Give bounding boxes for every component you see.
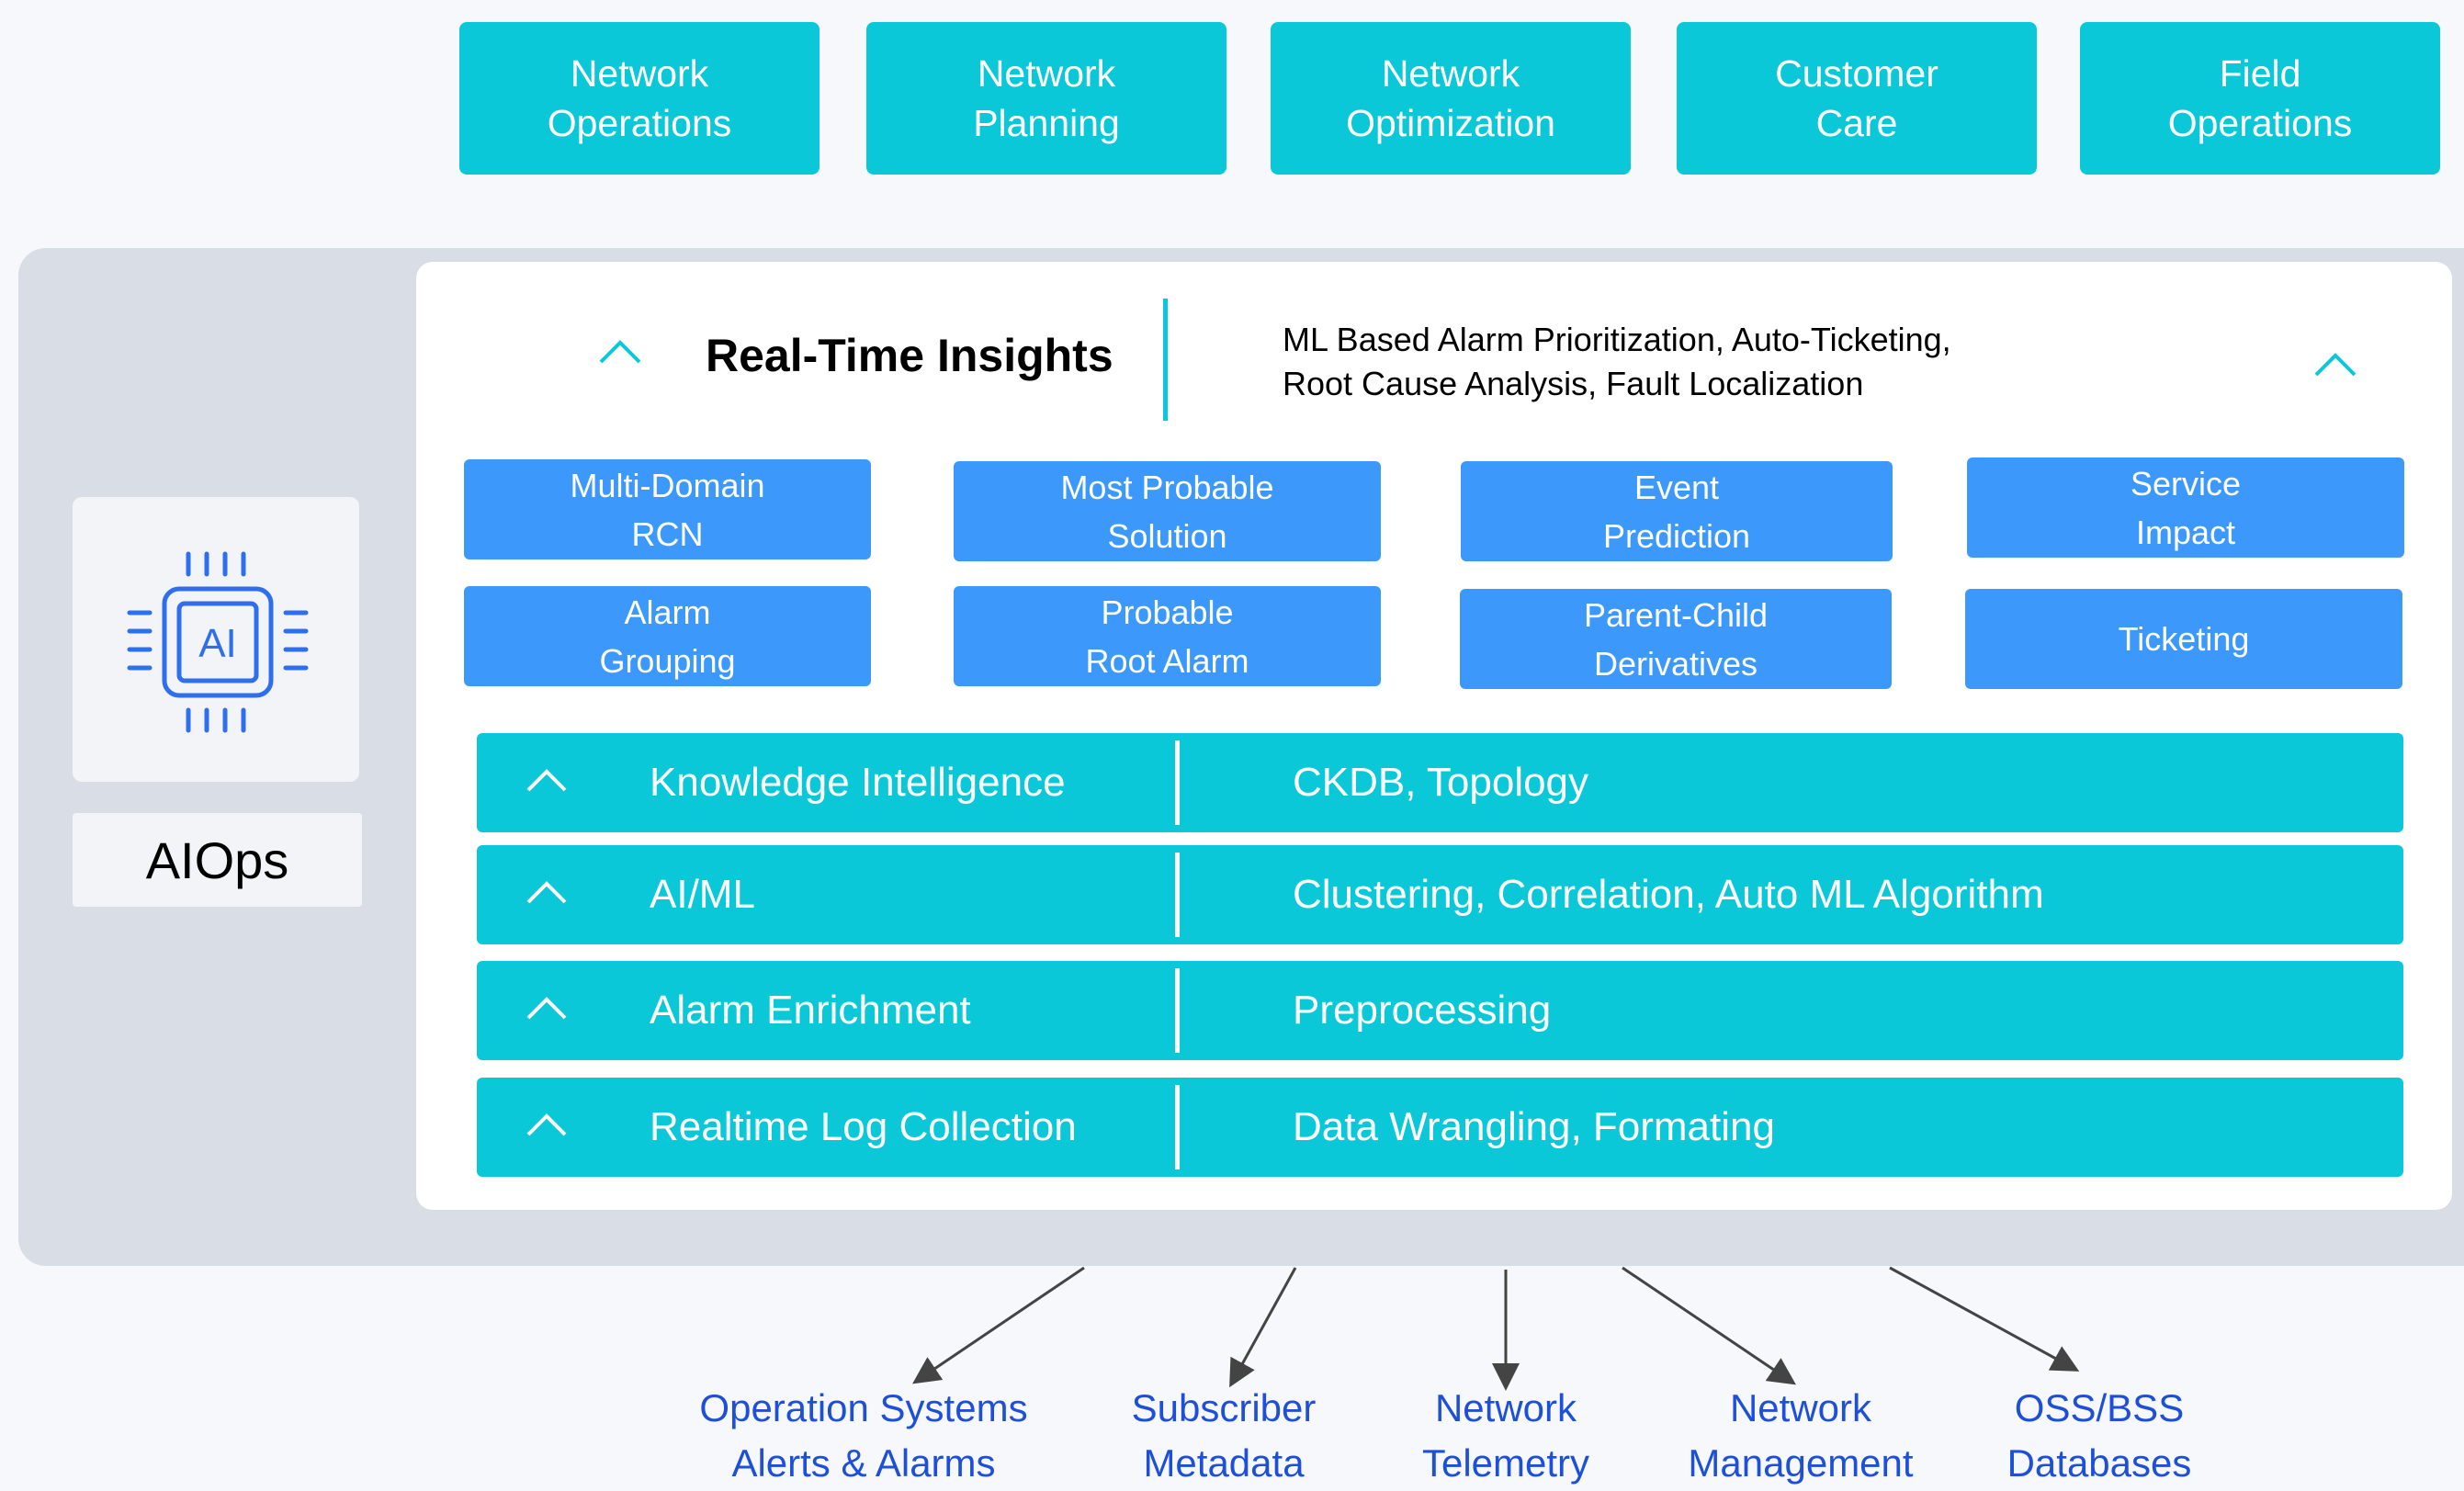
source-line2: Management	[1688, 1441, 1914, 1485]
capability-line1: Ticketing	[2118, 620, 2250, 658]
layer-name: Alarm Enrichment	[650, 988, 971, 1033]
chevron-up-icon[interactable]	[525, 994, 569, 1022]
arrow-operation-systems	[912, 1266, 1085, 1384]
capability-line2: Prediction	[1602, 516, 1751, 555]
consumer-field-operations: Field Operations	[2080, 22, 2440, 175]
source-line1: Network	[1729, 1386, 1872, 1429]
capability-line2: Grouping	[599, 641, 736, 680]
capability-line2: Impact	[2135, 513, 2236, 551]
consumer-line1: Customer	[1775, 52, 1938, 95]
consumer-line1: Network	[977, 52, 1116, 95]
layer-name: Realtime Log Collection	[650, 1104, 1077, 1149]
arrow-network-management	[1622, 1266, 1796, 1385]
consumer-network-operations: Network Operations	[459, 22, 819, 175]
layer-name: Knowledge Intelligence	[650, 760, 1066, 805]
source-network-management: Network Management	[1654, 1381, 1948, 1491]
chevron-up-icon[interactable]	[525, 878, 569, 906]
capability-line1: Multi-Domain	[570, 466, 765, 504]
chevron-up-icon[interactable]	[525, 1111, 569, 1138]
chevron-up-icon[interactable]	[525, 766, 569, 794]
layer-divider	[1175, 740, 1180, 825]
source-line1: OSS/BSS	[2014, 1386, 2185, 1429]
capability-line1: Probable	[1101, 593, 1234, 631]
capability-line2: RCN	[631, 514, 704, 553]
layer-description: Data Wrangling, Formating	[1293, 1104, 1775, 1149]
consumer-customer-care: Customer Care	[1677, 22, 2037, 175]
source-line1: Operation Systems	[699, 1386, 1028, 1429]
capability-line2: Root Alarm	[1085, 641, 1249, 680]
layer-divider	[1175, 968, 1180, 1053]
arrow-oss-bss	[1889, 1266, 2080, 1372]
aiops-icon-tile: AI	[73, 497, 359, 782]
source-line2: Alerts & Alarms	[731, 1441, 996, 1485]
capability-line1: Alarm	[624, 593, 711, 631]
source-network-telemetry: Network Telemetry	[1359, 1381, 1653, 1491]
source-operation-systems: Operation Systems Alerts & Alarms	[680, 1381, 1047, 1491]
aiops-label: AIOps	[73, 813, 362, 907]
consumer-line1: Network	[570, 52, 709, 95]
capability-alarm-grouping: Alarm Grouping	[464, 586, 871, 686]
consumer-network-planning: Network Planning	[866, 22, 1226, 175]
capability-most-probable-solution: Most Probable Solution	[954, 461, 1381, 561]
chevron-up-icon[interactable]	[597, 338, 643, 366]
consumer-line1: Field	[2219, 52, 2301, 95]
consumer-line2: Optimization	[1346, 102, 1555, 144]
consumer-network-optimization: Network Optimization	[1271, 22, 1631, 175]
source-subscriber-metadata: Subscriber Metadata	[1077, 1381, 1371, 1491]
arrow-subscriber	[1229, 1267, 1297, 1388]
capability-line1: Service	[2130, 464, 2242, 503]
consumer-line2: Operations	[2167, 102, 2353, 144]
source-line2: Telemetry	[1421, 1441, 1590, 1485]
capability-line2: Solution	[1107, 516, 1227, 555]
ai-chip-icon: AI	[127, 551, 309, 733]
source-line2: Metadata	[1143, 1441, 1305, 1485]
consumer-line2: Operations	[547, 102, 732, 144]
insights-desc-line1: ML Based Alarm Prioritization, Auto-Tick…	[1283, 321, 1951, 358]
capability-service-impact: Service Impact	[1967, 457, 2404, 558]
capability-parent-child-derivatives: Parent-Child Derivatives	[1460, 589, 1892, 689]
consumer-line1: Network	[1381, 52, 1520, 95]
insights-desc-line2: Root Cause Analysis, Fault Localization	[1283, 365, 1864, 402]
insights-divider	[1163, 299, 1168, 421]
chevron-up-icon[interactable]	[2312, 351, 2358, 378]
source-oss-bss-databases: OSS/BSS Databases	[1952, 1381, 2246, 1491]
capability-line1: Parent-Child	[1583, 595, 1769, 634]
layer-realtime-log-collection: Realtime Log Collection Data Wrangling, …	[477, 1078, 2403, 1177]
capability-multi-domain-rcn: Multi-Domain RCN	[464, 459, 871, 559]
layer-ai-ml: AI/ML Clustering, Correlation, Auto ML A…	[477, 845, 2403, 944]
capability-probable-root-alarm: Probable Root Alarm	[954, 586, 1381, 686]
consumer-line2: Planning	[973, 102, 1120, 144]
layer-description: Preprocessing	[1293, 988, 1552, 1033]
source-line1: Subscriber	[1131, 1386, 1317, 1429]
capability-line1: Event	[1633, 468, 1720, 506]
layer-description: Clustering, Correlation, Auto ML Algorit…	[1293, 872, 2044, 917]
layer-description: CKDB, Topology	[1293, 760, 1589, 805]
chip-text: AI	[198, 621, 237, 666]
layer-name: AI/ML	[650, 872, 755, 917]
source-line2: Databases	[2006, 1441, 2192, 1485]
layer-knowledge-intelligence: Knowledge Intelligence CKDB, Topology	[477, 733, 2403, 832]
capability-line2: Derivatives	[1593, 644, 1758, 683]
capability-ticketing: Ticketing	[1965, 589, 2402, 689]
consumer-line2: Care	[1815, 102, 1898, 144]
source-line1: Network	[1434, 1386, 1577, 1429]
capability-line1: Most Probable	[1060, 468, 1274, 506]
insights-description: ML Based Alarm Prioritization, Auto-Tick…	[1283, 318, 1951, 406]
layer-divider	[1175, 853, 1180, 937]
layer-alarm-enrichment: Alarm Enrichment Preprocessing	[477, 961, 2403, 1060]
insights-title: Real-Time Insights	[706, 330, 1113, 381]
capability-event-prediction: Event Prediction	[1461, 461, 1893, 561]
layer-divider	[1175, 1085, 1180, 1169]
